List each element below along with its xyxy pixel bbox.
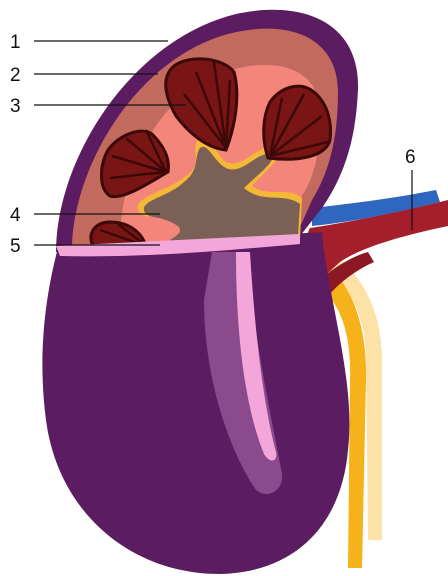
svg-text:2: 2 [10,65,21,86]
label-1: 1 [10,32,168,53]
pyramid-right [264,86,331,159]
kidney-lower-body [42,232,349,574]
svg-text:3: 3 [10,96,21,117]
svg-text:4: 4 [10,205,21,226]
svg-text:1: 1 [10,32,21,53]
svg-text:5: 5 [10,236,21,257]
svg-text:6: 6 [405,147,416,168]
